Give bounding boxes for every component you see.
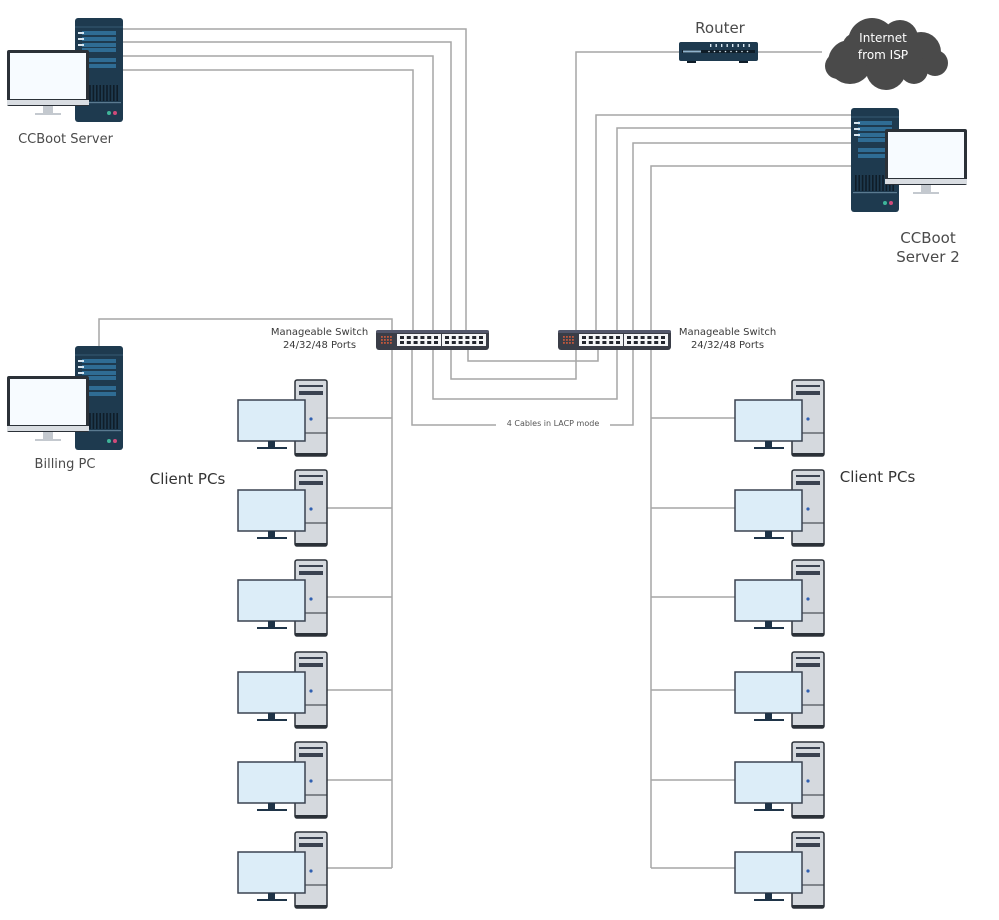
- client-pc-right-4: [734, 651, 825, 729]
- client-pc-right-1: [734, 379, 825, 457]
- client-pcs-right-label: Client PCs: [839, 468, 916, 486]
- cable-server1-3: [122, 55, 434, 330]
- power-button-icon: [806, 779, 810, 783]
- cable-lacp-4b: [604, 348, 634, 426]
- cable-router-switch: [575, 51, 680, 330]
- client-pc-right-5: [734, 741, 825, 819]
- internet-label-line2: from ISP: [857, 48, 909, 62]
- switch-right-icon: [558, 330, 671, 350]
- switch-left-label-line2: 24/32/48 Ports: [282, 340, 357, 351]
- client-pc-left-6: [237, 831, 328, 909]
- client-pcs-left-label: Client PCs: [149, 470, 226, 488]
- cable-server2-2: [616, 127, 852, 330]
- ccboot-server2-label-line1: CCBoot: [900, 229, 956, 247]
- cable-billing: [98, 318, 393, 348]
- power-button-icon: [309, 689, 313, 693]
- power-button-icon: [806, 507, 810, 511]
- ccboot-server2-monitor-icon: [885, 129, 967, 194]
- ccboot-server-monitor-icon: [7, 50, 89, 115]
- cable-server2-1: [595, 114, 852, 330]
- switch-right-label-line1: Manageable Switch: [678, 327, 777, 338]
- switch-left-icon: [376, 330, 489, 350]
- client-pc-left-2: [237, 469, 328, 547]
- router-icon: [679, 42, 758, 63]
- internet-label-line1: Internet: [859, 31, 907, 45]
- power-led-icon: [107, 439, 111, 443]
- disk-led-icon: [113, 439, 117, 443]
- power-button-icon: [309, 597, 313, 601]
- power-led-icon: [883, 201, 887, 205]
- power-button-icon: [309, 417, 313, 421]
- disk-led-icon: [113, 111, 117, 115]
- ccboot-server-label: CCBoot Server: [18, 132, 113, 147]
- client-pc-left-1: [237, 379, 328, 457]
- power-button-icon: [806, 417, 810, 421]
- power-led-icon: [107, 111, 111, 115]
- client-pc-left-4: [237, 651, 328, 729]
- cable-lacp-3: [467, 348, 599, 362]
- billing-pc-label: Billing PC: [34, 457, 96, 472]
- cable-server2-3: [632, 142, 852, 330]
- cable-server1-1: [122, 28, 467, 330]
- client-pc-right-2: [734, 469, 825, 547]
- devices: [7, 18, 967, 909]
- power-button-icon: [309, 507, 313, 511]
- power-button-icon: [309, 869, 313, 873]
- power-button-icon: [806, 869, 810, 873]
- cable-server1-2: [122, 41, 452, 330]
- disk-led-icon: [889, 201, 893, 205]
- switch-right-label-line2: 24/32/48 Ports: [690, 340, 765, 351]
- cable-lacp-1: [450, 348, 577, 380]
- client-pc-left-5: [237, 741, 328, 819]
- ccboot-server2-label-line2: Server 2: [896, 248, 960, 266]
- power-button-icon: [309, 779, 313, 783]
- client-pc-right-3: [734, 559, 825, 637]
- cable-lacp-4a: [411, 348, 500, 426]
- billing-pc-monitor-icon: [7, 376, 89, 441]
- client-pc-right-6: [734, 831, 825, 909]
- cable-server1-4: [122, 69, 414, 330]
- cables: [98, 28, 852, 869]
- cable-lacp-2: [432, 348, 618, 400]
- cable-server2-4: [650, 165, 852, 330]
- lacp-label: 4 Cables in LACP mode: [496, 419, 610, 428]
- power-button-icon: [806, 597, 810, 601]
- power-button-icon: [806, 689, 810, 693]
- router-label: Router: [695, 19, 745, 37]
- client-pc-left-3: [237, 559, 328, 637]
- internet-cloud-icon: [825, 18, 948, 90]
- switch-left-label-line1: Manageable Switch: [270, 327, 369, 338]
